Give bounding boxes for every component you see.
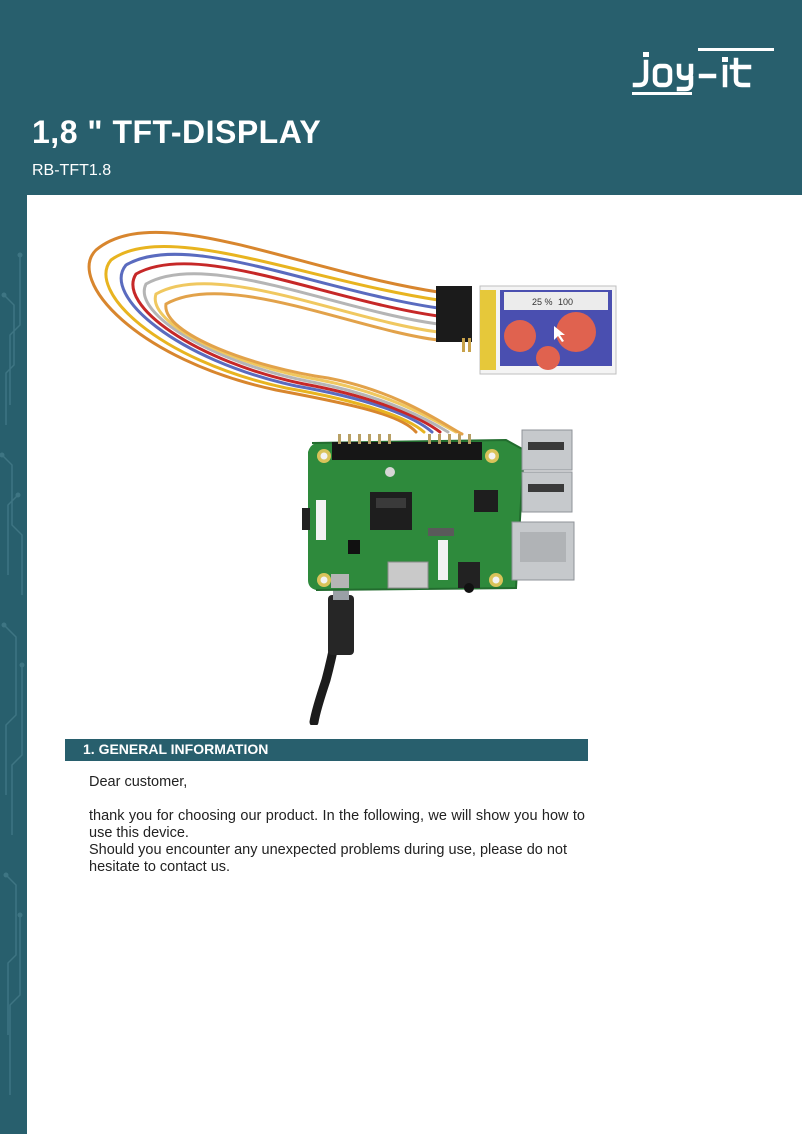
paragraph-support: Should you encounter any unexpected prob… (89, 842, 568, 875)
tft-display-module: 25 % 100 (479, 285, 617, 375)
product-photo: 25 % 100 (87, 230, 617, 725)
sidebar-circuit-pattern (0, 195, 27, 1134)
circuit-trace-decoration (0, 252, 25, 1095)
paragraph-intro: thank you for choosing our product. In t… (89, 808, 585, 841)
raspberry-pi-board (302, 429, 575, 593)
header-band: 1,8 " TFT-DISPLAY RB-TFT1.8 (0, 0, 802, 195)
greeting: Dear customer, (89, 774, 188, 790)
jumper-wires (87, 230, 464, 436)
model-number: RB-TFT1.8 (32, 162, 112, 179)
screen-percent-label: 25 % (532, 297, 553, 307)
screen-value-label: 100 (558, 297, 573, 307)
joy-it-logo (632, 48, 774, 95)
page-title: 1,8 " TFT-DISPLAY (32, 114, 322, 150)
body-text: Dear customer, thank you for choosing ou… (89, 774, 585, 876)
section-heading: 1. GENERAL INFORMATION (83, 741, 269, 757)
section-heading-bar: 1. GENERAL INFORMATION (65, 739, 588, 761)
